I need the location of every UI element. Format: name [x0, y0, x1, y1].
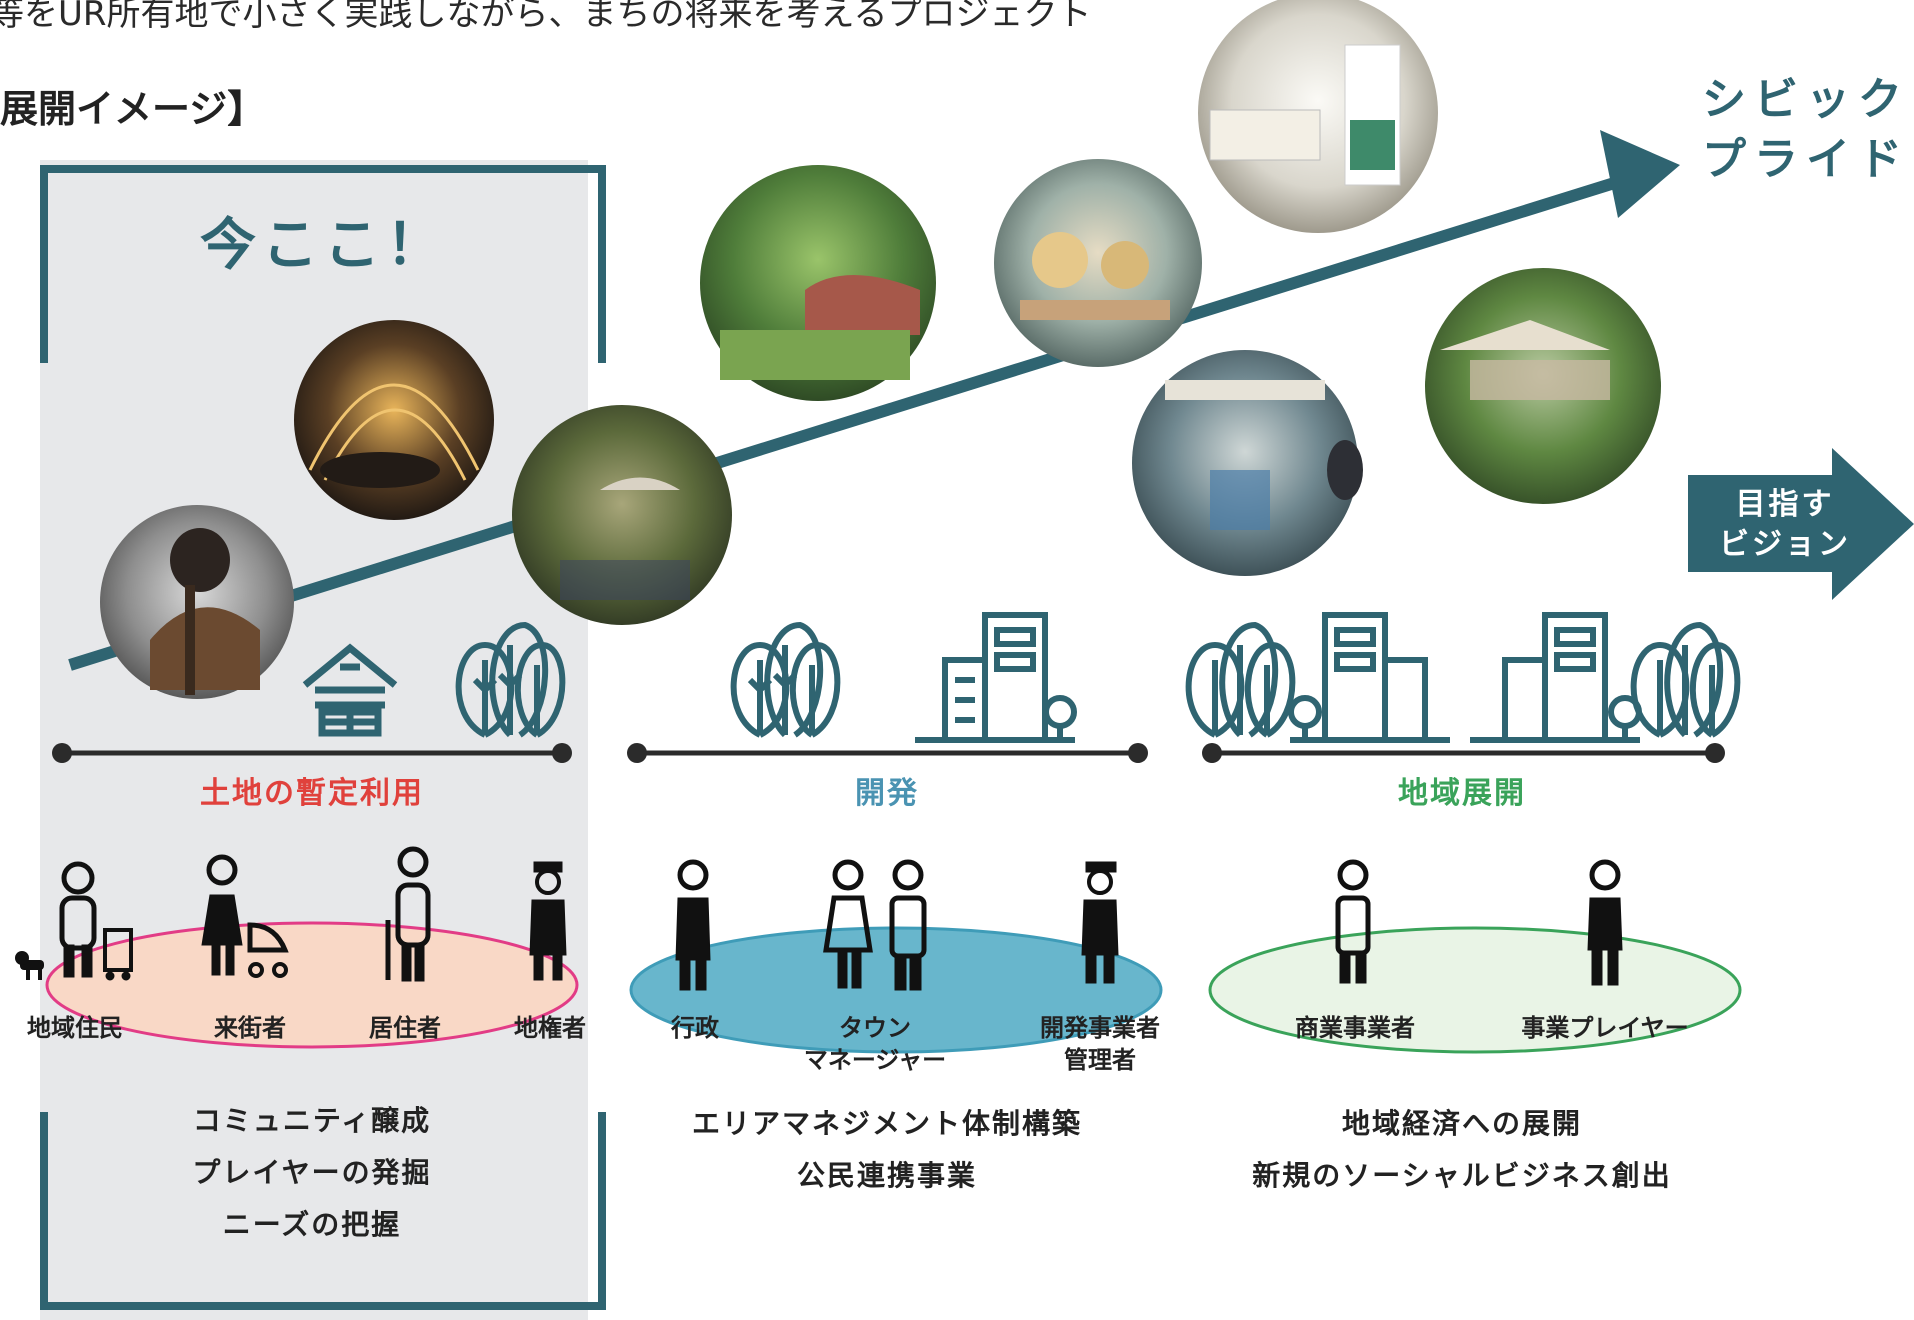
panel-bracket-top [40, 165, 606, 363]
growth-arrow-line [68, 169, 1642, 671]
photo-gallery-exhibit [1198, 0, 1438, 233]
role-label: マネージャー [803, 1046, 947, 1074]
outcomes-land-use: コミュニティ醸成 プレイヤーの発掘 ニーズの把握 [62, 1095, 562, 1251]
tree-icon [455, 621, 566, 738]
photo-park-gathering [512, 405, 732, 625]
role-label: 事業プレイヤー [1521, 1014, 1689, 1042]
building-icon [1470, 612, 1642, 743]
role-label: 商業事業者 [1295, 1014, 1415, 1042]
timeline-land-use [52, 743, 572, 763]
photo-cello-player [100, 505, 294, 699]
outcome-item: コミュニティ醸成 [192, 1104, 432, 1137]
role-label: タウン [839, 1014, 911, 1042]
tree-icon [1185, 621, 1296, 738]
current-stage-panel [40, 160, 588, 1320]
civic-pride-line2: プライド [1702, 134, 1910, 185]
house-icon [302, 643, 398, 737]
timeline-regional [1202, 743, 1725, 763]
photo-market-stall [1132, 350, 1363, 576]
resident-person-icon [59, 861, 133, 981]
government-person-icon [675, 859, 711, 991]
here-label: 今ここ！ [200, 213, 448, 278]
role-label: 地域住民 [27, 1014, 123, 1042]
outcomes-regional: 地域経済への展開 新規のソーシャルビジネス創出 [1212, 1098, 1712, 1202]
role-label: 来街者 [214, 1014, 286, 1042]
developer-person-icon [1081, 861, 1119, 984]
role-label: 地権者 [514, 1014, 586, 1042]
tree-icon [1630, 621, 1741, 738]
photo-park-event [700, 165, 936, 401]
timeline-development [627, 743, 1148, 763]
civic-pride-line1: シビック [1702, 74, 1910, 125]
section-title: 展開イメージ】 [0, 87, 266, 131]
building-icon [915, 612, 1077, 743]
role-label: 開発事業者 [1040, 1014, 1160, 1042]
outcome-item: 新規のソーシャルビジネス創出 [1252, 1159, 1672, 1192]
business-player-person-icon [1587, 859, 1623, 986]
dog-icon [15, 951, 44, 980]
target-vision-label: 目指す ビジョン [1690, 485, 1880, 565]
landowner-person-icon [529, 861, 567, 981]
elder-person-icon [385, 846, 431, 982]
outcome-item: エリアマネジメント体制構築 [691, 1107, 1082, 1140]
outcome-item: 公民連携事業 [796, 1159, 977, 1192]
building-icon [1288, 612, 1450, 743]
outcome-item: プレイヤーの発掘 [192, 1156, 432, 1189]
vision-arrow [1688, 448, 1914, 600]
role-label: 居住者 [369, 1014, 441, 1042]
growth-arrow-head [1600, 130, 1680, 218]
outcome-item: ニーズの把握 [222, 1208, 402, 1241]
tree-icon [730, 621, 841, 738]
merchant-person-icon [1335, 859, 1371, 984]
visitor-person-icon [201, 854, 289, 978]
outcome-item: 地域経済への展開 [1341, 1107, 1582, 1140]
outcomes-development: エリアマネジメント体制構築 公民連携事業 [637, 1098, 1137, 1202]
phase-development: 開発 [855, 776, 919, 811]
photo-night-tunnel [294, 320, 494, 520]
phase-regional: 地域展開 [1398, 776, 1526, 811]
role-label: 行政 [671, 1014, 719, 1042]
target-vision-line1: 目指す [1735, 487, 1835, 522]
town-manager-person-icon [823, 859, 927, 991]
phase-land-use: 土地の暫定利用 [200, 776, 424, 811]
target-vision-line2: ビジョン [1719, 527, 1851, 562]
stakeholder-group-land-use [45, 921, 579, 1049]
civic-pride-label: シビック プライド [1702, 70, 1910, 190]
role-label: 管理者 [1064, 1046, 1136, 1074]
photo-shop-interior [994, 159, 1202, 367]
photo-outdoor-fair [1425, 268, 1661, 504]
intro-text: 等をUR所有地で小さく実践しながら、まちの将来を考えるプロジェクト [0, 0, 1092, 34]
